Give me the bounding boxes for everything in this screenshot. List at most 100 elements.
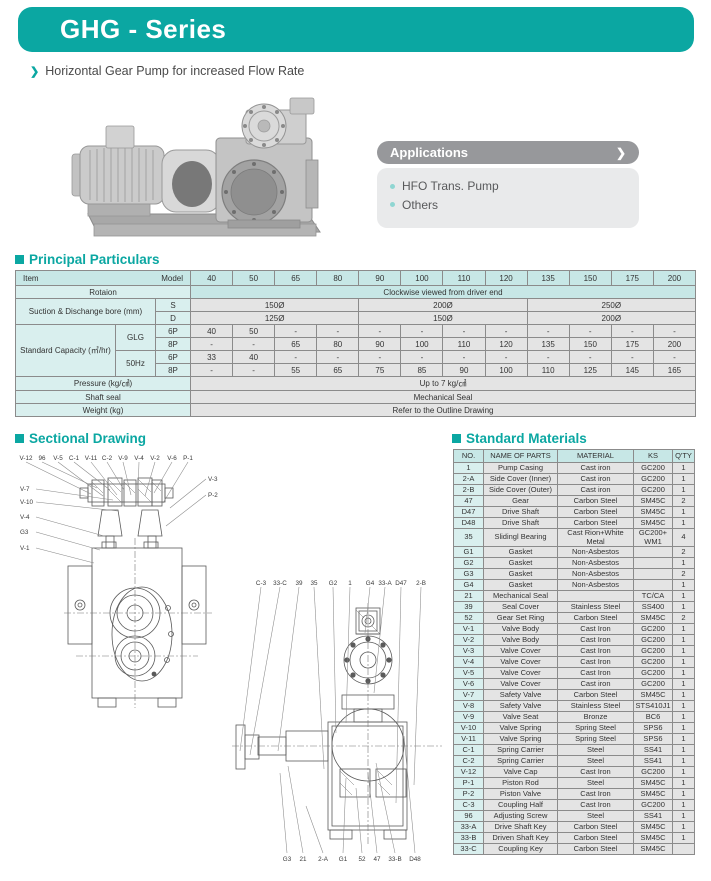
capacity-value-cell: 90 <box>358 337 402 351</box>
table-row: Pressure (kg/㎠) Up to 7 kg/㎠ <box>15 376 696 391</box>
part-callout-label: V-12 <box>20 455 33 462</box>
model-header-cell: 90 <box>358 270 402 286</box>
part-callout-label: V-9 <box>118 455 128 462</box>
table-cell: Side Cover (Inner) <box>483 473 558 485</box>
table-cell: Piston Rod <box>483 777 558 790</box>
part-callout-label: V-6 <box>167 455 177 462</box>
table-cell: SM45C <box>633 788 673 801</box>
part-callout-label: 2-A <box>318 856 329 863</box>
table-cell: D47 <box>453 506 484 518</box>
capacity-value-cell: 40 <box>189 324 234 338</box>
table-cell: V-4 <box>453 656 484 669</box>
model-header-cell: 120 <box>484 270 528 286</box>
capacity-value-cell: - <box>274 324 318 338</box>
callout-leader-line <box>73 461 111 491</box>
table-cell: Carbon Steel <box>557 612 634 625</box>
materials-header-cell: NAME OF PARTS <box>483 449 558 463</box>
part-callout-label: 33-C <box>273 580 287 587</box>
callout-leader-line <box>313 586 325 770</box>
callout-leader-line <box>345 586 351 724</box>
materials-header-cell: NO. <box>453 449 484 463</box>
table-row: Shaft seal Mechanical Seal <box>15 390 696 404</box>
callout-leader-line <box>367 772 378 854</box>
capacity-value-cell: - <box>610 324 654 338</box>
capacity-value-cell: - <box>484 350 528 364</box>
pole-key: 8P <box>155 337 191 351</box>
capacity-value-cell: 135 <box>526 337 570 351</box>
square-bullet-icon <box>15 255 24 264</box>
table-cell: 1 <box>672 821 695 834</box>
part-callout-label: V-2 <box>150 455 160 462</box>
table-cell: Valve Cover <box>483 656 558 669</box>
table-cell: 39 <box>453 601 484 614</box>
table-cell: Seal Cover <box>483 601 558 614</box>
table-cell: GC200 <box>633 678 673 691</box>
table-row: Weight (kg) Refer to the Outline Drawing <box>15 403 696 417</box>
shaft-seal-label: Shaft seal <box>15 390 191 404</box>
callout-leader-line <box>35 501 119 512</box>
table-cell: 33-A <box>453 821 484 834</box>
table-cell: 1 <box>672 601 695 614</box>
table-cell: Carbon Steel <box>557 506 634 518</box>
table-cell: 1 <box>672 623 695 636</box>
table-cell <box>672 843 695 856</box>
capacity-value-cell: - <box>232 363 276 377</box>
table-cell: 2 <box>672 612 695 625</box>
callout-leader-line <box>153 461 173 494</box>
callout-leader-line <box>355 787 363 854</box>
table-cell: 1 <box>672 656 695 669</box>
callout-leader-line <box>137 461 140 492</box>
table-cell: 1 <box>672 744 695 757</box>
part-callout-label: V-4 <box>134 455 144 462</box>
capacity-value-cell: - <box>189 363 234 377</box>
bore-key: D <box>155 311 191 325</box>
table-cell: Valve Cover <box>483 678 558 691</box>
table-cell: Gasket <box>483 546 558 559</box>
capacity-value-cell: 175 <box>610 337 654 351</box>
bore-value-cell: 150Ø <box>189 298 360 312</box>
table-cell: V-12 <box>453 766 484 779</box>
pump-product-image <box>71 97 321 237</box>
capacity-value-cell: 200 <box>652 337 697 351</box>
capacity-value-cell: - <box>400 324 444 338</box>
table-cell: V-10 <box>453 722 484 735</box>
table-cell: 1 <box>672 832 695 845</box>
table-cell: Non-Asbestos <box>557 557 634 570</box>
part-callout-label: G3 <box>283 856 292 863</box>
table-cell: Spring Steel <box>557 722 634 735</box>
table-cell: D48 <box>453 517 484 529</box>
table-cell: GC200 <box>633 634 673 647</box>
capacity-value-cell: - <box>568 324 612 338</box>
capacity-value-cell: 65 <box>274 337 318 351</box>
capacity-value-cell: - <box>358 324 402 338</box>
standard-materials-title: Standard Materials <box>452 431 587 446</box>
table-cell: 1 <box>672 722 695 735</box>
capacity-value-cell: - <box>652 350 697 364</box>
applications-header: Applications ❯ <box>377 141 639 164</box>
part-callout-label: 35 <box>310 580 318 587</box>
series-title-banner: GHG - Series <box>18 7 694 52</box>
pressure-label: Pressure (kg/㎠) <box>15 376 191 391</box>
pole-key: 6P <box>155 350 191 364</box>
table-cell: V-2 <box>453 634 484 647</box>
table-cell: Gear Set Ring <box>483 612 558 625</box>
table-cell: 1 <box>672 788 695 801</box>
table-cell: Steel <box>557 755 634 768</box>
callout-leader-line <box>169 478 207 509</box>
capacity-value-cell: - <box>189 337 234 351</box>
table-cell: 2-B <box>453 484 484 496</box>
part-callout-label: C-1 <box>69 455 80 462</box>
application-label: Others <box>402 197 439 212</box>
bullet-dot-icon <box>390 183 395 189</box>
part-callout-label: G1 <box>339 856 348 863</box>
